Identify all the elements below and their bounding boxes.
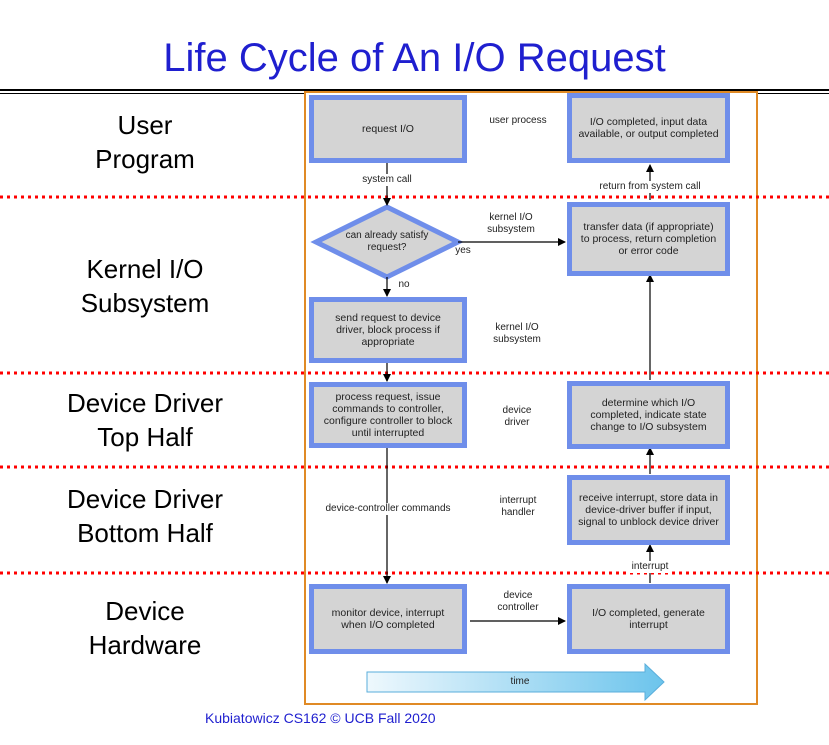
- node-process-request: process request, issue commands to contr…: [309, 382, 467, 448]
- layer-label-line2: Subsystem: [80, 288, 210, 318]
- layer-label-line2: Hardware: [88, 630, 202, 660]
- node-request-io: request I/O: [309, 95, 467, 163]
- layer-label-line1: Kernel I/O: [86, 254, 204, 284]
- layer-label-line2: Bottom Half: [77, 518, 213, 548]
- label-kernel-io-subsystem: kernel I/O subsystem: [487, 212, 535, 235]
- label-device-driver: device driver: [502, 405, 532, 428]
- slide-title: Life Cycle of An I/O Request: [163, 36, 666, 80]
- node-receive-interrupt: receive interrupt, store data in device-…: [567, 475, 730, 545]
- label-interrupt: interrupt: [628, 561, 672, 573]
- layer-label-line2: Top Half: [97, 422, 193, 452]
- layer-label-line2: Program: [95, 144, 195, 174]
- label-interrupt-handler: interrupt handler: [499, 495, 537, 518]
- footer-credit: Kubiatowicz CS162 © UCB Fall 2020: [205, 710, 436, 726]
- node-io-completed-hw: I/O completed, generate interrupt: [567, 584, 730, 654]
- title-rule: [0, 89, 829, 91]
- layer-user-program: User Program: [0, 108, 290, 176]
- layer-label-line1: Device Driver: [66, 484, 224, 514]
- node-io-completed-user: I/O completed, input data available, or …: [567, 93, 730, 163]
- layer-label-line1: Device Driver: [66, 388, 224, 418]
- node-determine-which: determine which I/O completed, indicate …: [567, 381, 730, 449]
- layer-label-line1: Device: [105, 596, 185, 626]
- label-device-controller-commands: device-controller commands: [316, 503, 460, 515]
- decision-label: can already satisfy request?: [345, 230, 429, 253]
- time-arrow: [366, 662, 665, 702]
- layer-driver-bottom-half: Device Driver Bottom Half: [0, 482, 290, 550]
- label-yes: yes: [455, 245, 471, 256]
- label-user-process: user process: [489, 115, 547, 126]
- label-system-call: system call: [356, 174, 418, 186]
- node-transfer-data: transfer data (if appropriate) to proces…: [567, 202, 730, 276]
- node-monitor-device: monitor device, interrupt when I/O compl…: [309, 584, 467, 654]
- layer-kernel-io-subsystem: Kernel I/O Subsystem: [0, 252, 290, 320]
- layer-device-hardware: Device Hardware: [0, 594, 290, 662]
- label-no: no: [398, 279, 410, 290]
- node-send-request: send request to device driver, block pro…: [309, 297, 467, 363]
- label-device-controller: device controller: [497, 590, 539, 613]
- layer-label-line1: User: [117, 110, 173, 140]
- layer-driver-top-half: Device Driver Top Half: [0, 386, 290, 454]
- label-kernel-io-subsystem-2: kernel I/O subsystem: [493, 322, 541, 345]
- label-return-from-system-call: return from system call: [588, 181, 712, 193]
- label-time: time: [510, 676, 530, 687]
